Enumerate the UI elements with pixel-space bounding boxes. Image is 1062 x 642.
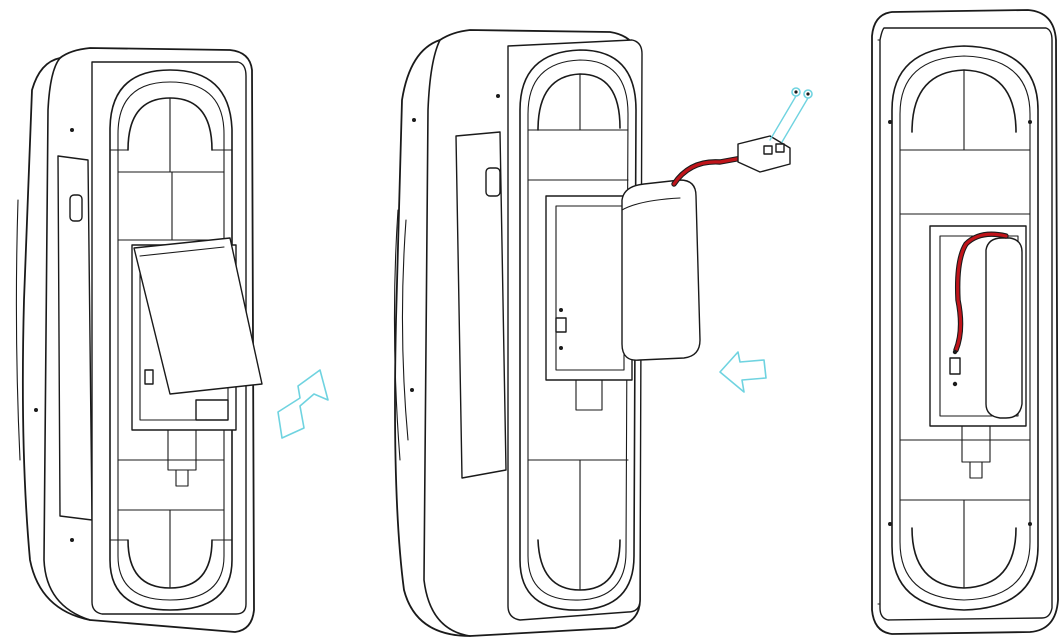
battery-pack [621,179,701,361]
red-wire [672,156,744,186]
step-3-battery-installed [871,9,1059,635]
left-arrow-icon [719,351,767,393]
red-wire-installed [954,232,1008,352]
installed-battery [985,237,1023,419]
up-right-arrow-icon [277,369,329,439]
battery-cover-flap [133,237,263,395]
step-1-open-cover [15,47,263,633]
step-2-insert-battery [393,29,813,637]
